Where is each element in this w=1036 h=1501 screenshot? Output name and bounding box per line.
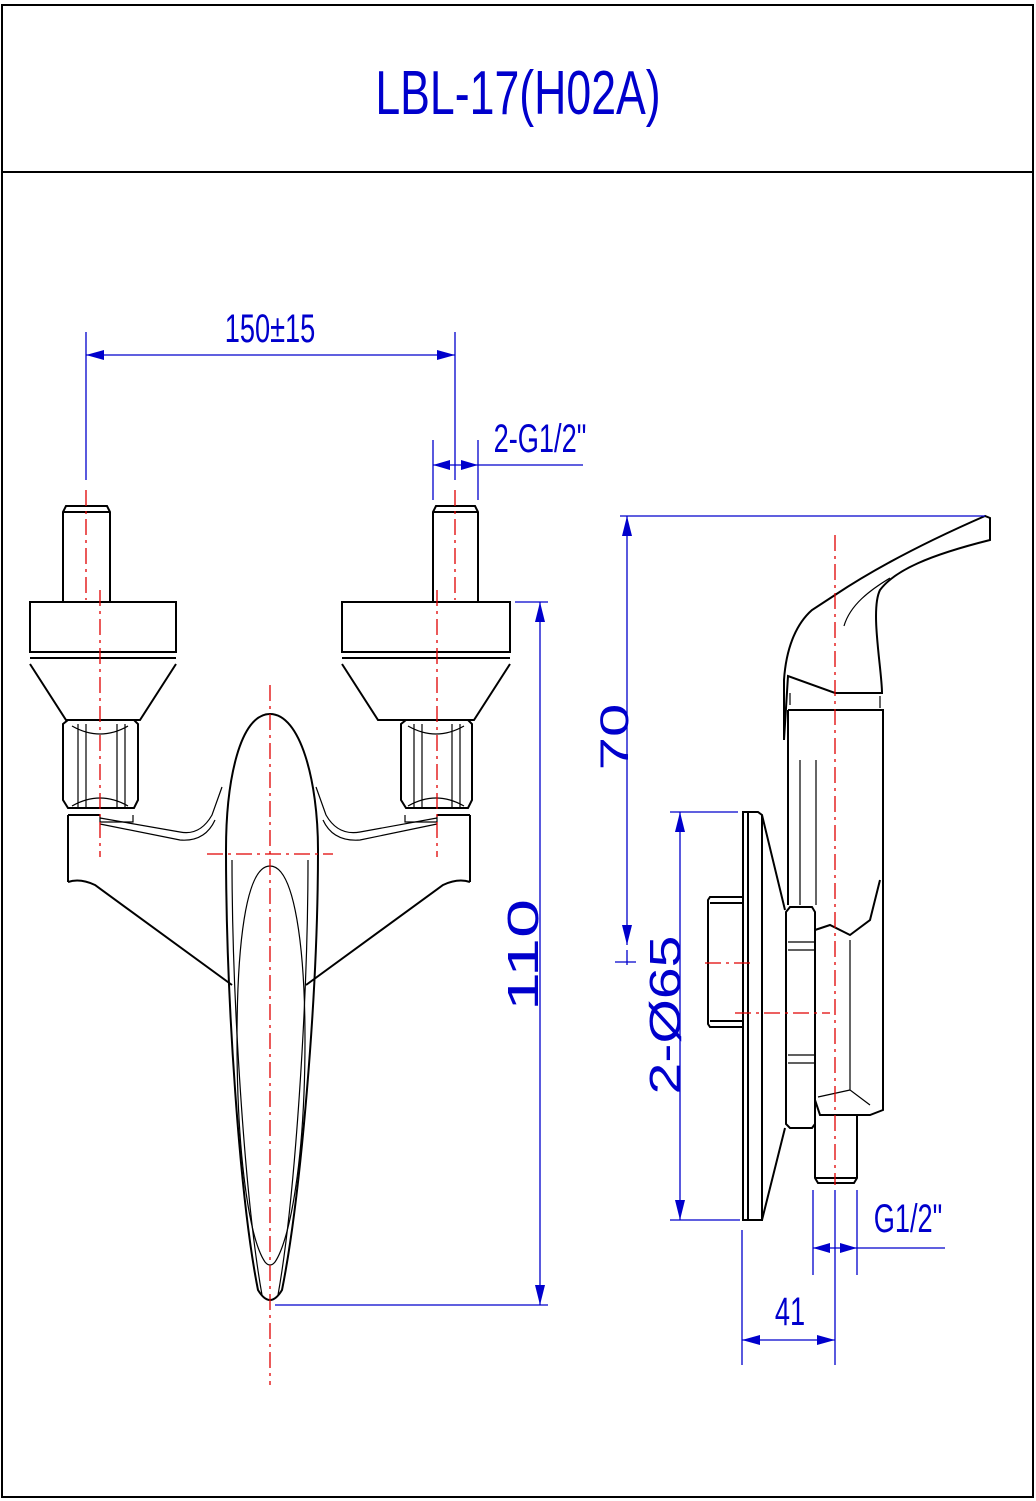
dim-inlet-thread: 2-G1/2" bbox=[432, 417, 587, 500]
drawing-border bbox=[1, 4, 1034, 1498]
side-view: 70 2-Ø65 G1/2" 41 bbox=[592, 514, 991, 1365]
side-centerlines bbox=[705, 535, 836, 1185]
dim-inlet-thread-label: 2-G1/2" bbox=[494, 417, 587, 461]
side-handle bbox=[783, 514, 991, 741]
dim-side-height: 70 bbox=[592, 515, 985, 965]
front-centerlines bbox=[85, 490, 456, 1385]
dim-plate-diameter-label: 2-Ø65 bbox=[640, 936, 689, 1095]
wall-plate bbox=[742, 811, 786, 1221]
drawing-title: LBL-17(H02A) bbox=[375, 59, 660, 128]
dim-depth: 41 bbox=[741, 1190, 836, 1365]
dim-side-height-label: 70 bbox=[592, 704, 637, 771]
front-view: 150±15 2-G1/2" 110 bbox=[29, 307, 587, 1385]
right-inlet bbox=[341, 505, 511, 809]
dim-front-height-label: 110 bbox=[499, 899, 548, 1011]
dim-front-height: 110 bbox=[275, 601, 548, 1306]
side-nut bbox=[785, 906, 816, 1129]
wall-nipple bbox=[707, 896, 743, 1028]
side-body bbox=[787, 709, 884, 1184]
dim-spacing-label: 150±15 bbox=[225, 307, 316, 351]
handle bbox=[224, 712, 320, 1301]
dim-outlet-thread-label: G1/2" bbox=[874, 1197, 943, 1241]
dim-outlet-thread: G1/2" bbox=[812, 1190, 945, 1275]
valve-body bbox=[67, 786, 471, 986]
dim-depth-label: 41 bbox=[775, 1290, 805, 1334]
dim-spacing: 150±15 bbox=[85, 307, 456, 480]
dim-plate-diameter: 2-Ø65 bbox=[640, 811, 740, 1221]
left-inlet bbox=[29, 505, 177, 809]
